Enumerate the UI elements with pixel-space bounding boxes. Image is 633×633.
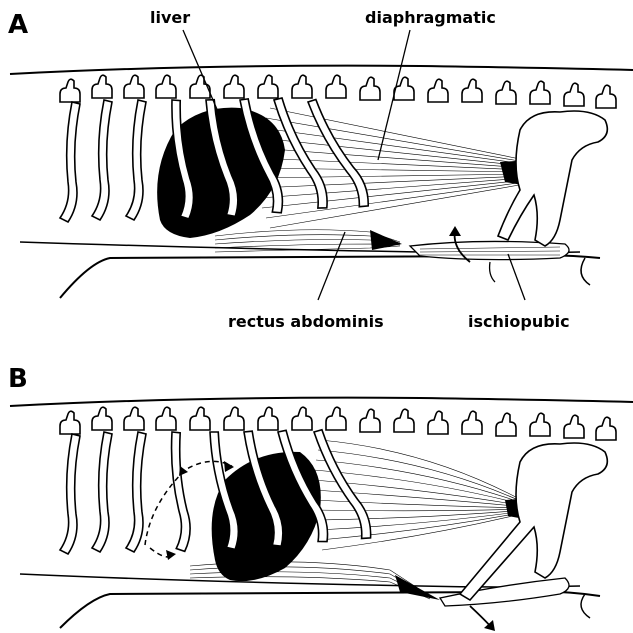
- label-liver: liver: [150, 10, 190, 26]
- label-rectus-abdominis: rectus abdominis: [228, 314, 384, 330]
- panel-b-pelvis: [460, 443, 607, 600]
- leader-ischiopubic: [508, 254, 525, 300]
- label-ischiopubic: ischiopubic: [468, 314, 570, 330]
- panel-a-diaphragm-muscle: [256, 108, 525, 228]
- panel-b-rectus-tendon: [395, 575, 440, 600]
- panel-a-arrowhead: [449, 226, 461, 236]
- panel-label-a: A: [8, 12, 28, 38]
- leader-rectus-abdominis: [318, 232, 345, 300]
- label-diaphragmatic: diaphragmatic: [365, 10, 496, 26]
- panel-a-rectus-tendon: [370, 230, 402, 250]
- panel-label-b: B: [8, 366, 28, 392]
